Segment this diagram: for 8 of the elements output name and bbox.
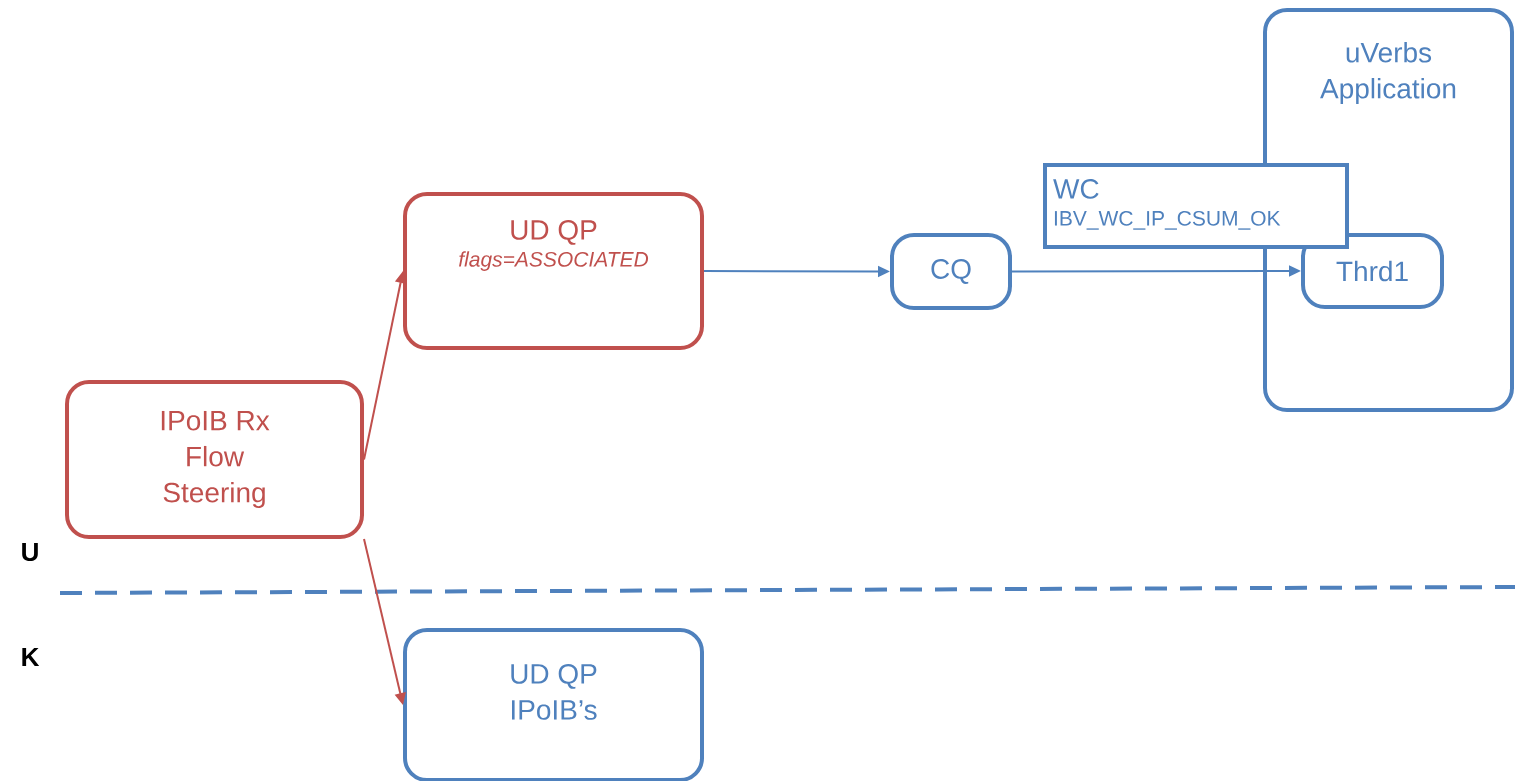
label-box: WC IBV_WC_IP_CSUM_OK [1043, 163, 1349, 249]
process-box: Thrd1 [1301, 233, 1444, 309]
process-box: UD QP flags=ASSOCIATED [403, 192, 704, 350]
layer-label: U [22, 542, 38, 562]
process-box: UD QP IPoIB’s [403, 628, 704, 781]
process-box: CQ [890, 233, 1012, 310]
process-box: IPoIB Rx Flow Steering [65, 380, 364, 539]
layer-label: K [22, 648, 40, 666]
